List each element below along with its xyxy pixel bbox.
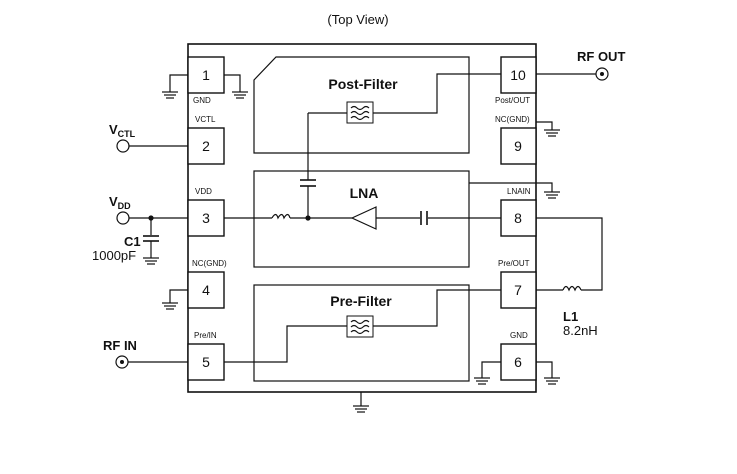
post-filter-output-wire [373,73,501,114]
ground-icon [544,377,560,385]
pin1-ground-wire-left [169,74,188,92]
pin-3: 3 VDD [187,187,225,237]
pin-4: 4 NC(GND) [187,259,227,309]
pin-5: 5 Pre/IN [187,331,225,381]
pin-label: VCTL [195,115,216,124]
post-filter-symbol-icon [346,101,374,124]
pin-number: 4 [202,282,210,298]
pin-number: 2 [202,138,210,154]
choke-inductor-icon [271,213,291,220]
l1-loop-wire [536,217,603,291]
lna-label: LNA [350,185,379,201]
rf-in-label: RF IN [103,338,137,353]
pin-label: Post/OUT [495,96,530,105]
pin9-ground-wire [536,121,553,130]
c1-name-label: C1 [124,234,141,249]
lna-ground-wire [469,182,553,192]
ground-icon [353,405,369,413]
ground-icon [544,191,560,199]
ground-icon [143,257,159,265]
pin-label: NC(GND) [192,259,227,268]
input-capacitor-icon [420,211,428,225]
l1-value-label: 8.2nH [563,323,598,338]
ground-icon [544,129,560,137]
l1-name-label: L1 [563,309,578,324]
ground-icon [232,91,248,99]
rf-in-terminal-icon [115,355,129,369]
lna-block [253,170,470,268]
pin-8: 8 LNAIN [500,187,537,237]
pin-label: GND [510,331,528,340]
pin-number: 7 [514,282,522,298]
view-title: (Top View) [327,12,388,27]
pin-label: Pre/IN [194,331,217,340]
pin-label: GND [193,96,211,105]
pin6-ground-wire-left [481,361,501,378]
ground-icon [474,377,490,385]
l1-inductor-icon [562,285,582,292]
vctl-label: VCTL [109,122,136,139]
pin4-ground-wire [169,289,188,303]
post-filter-block [253,56,470,154]
pin-1: 1 GND [187,56,225,105]
ground-icon [162,91,178,99]
pre-filter-symbol-icon [346,315,374,338]
pin6-ground-wire-right [536,361,553,378]
c1-value-label: 1000pF [92,248,136,263]
vctl-terminal-icon [116,139,130,153]
pin-label: VDD [195,187,212,196]
vdd-terminal-icon [116,211,130,225]
pin-number: 8 [514,210,522,226]
pre-filter-input-wire [224,325,347,363]
pin-number: 1 [202,67,210,83]
pin-number: 3 [202,210,210,226]
pin-6: 6 GND [500,331,537,381]
pin-10: 10 Post/OUT [495,56,537,105]
pin-number: 6 [514,354,522,370]
pin-number: 5 [202,354,210,370]
rf-out-terminal-icon [595,67,609,81]
rf-out-label: RF OUT [577,49,625,64]
c1-capacitor-icon [143,235,159,242]
vdd-label: VDD [109,194,131,211]
pin-number: 10 [510,67,526,83]
pre-filter-output-wire [373,289,501,327]
pin-label: Pre/OUT [498,259,530,268]
pin-label: NC(GND) [495,115,530,124]
pre-filter-label: Pre-Filter [330,293,392,309]
post-filter-label: Post-Filter [328,76,398,92]
pin-2: 2 VCTL [187,115,225,165]
pin-label: LNAIN [507,187,531,196]
pin-number: 9 [514,138,522,154]
pin1-ground-wire-right [224,74,241,92]
pin-9: 9 NC(GND) [495,115,537,165]
ground-icon [162,302,178,310]
pre-filter-block [253,284,470,382]
